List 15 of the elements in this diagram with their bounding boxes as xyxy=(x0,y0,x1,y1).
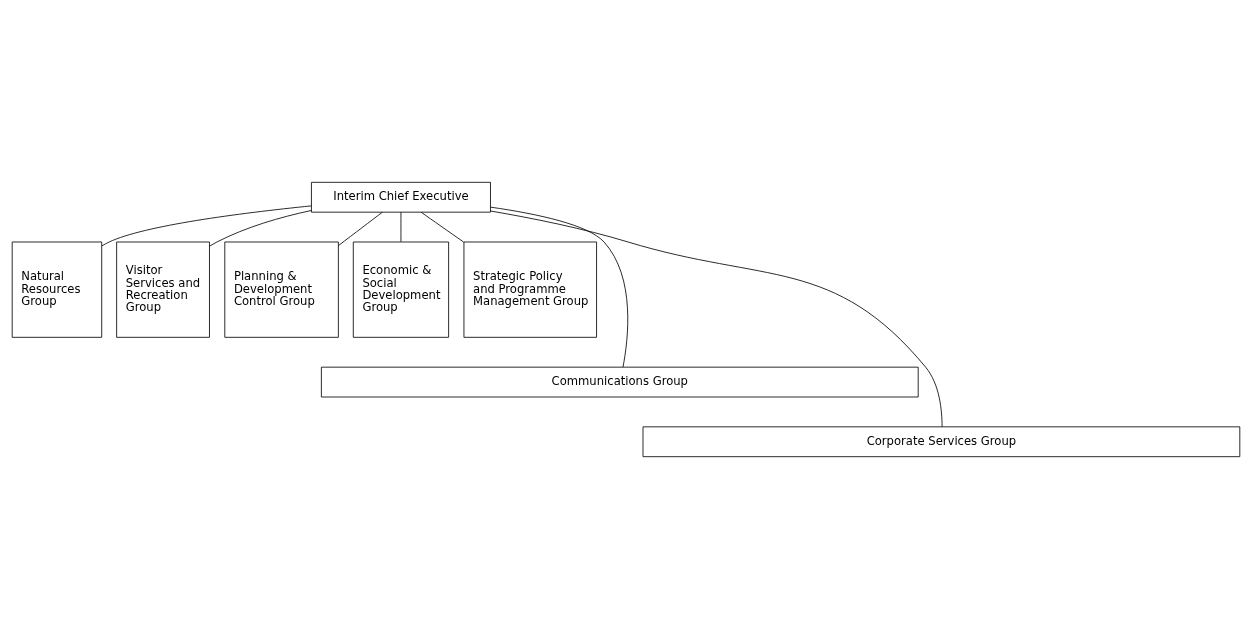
node-box: Strategic Policy and Programme Management Group xyxy=(463,241,597,338)
connector xyxy=(400,211,402,243)
connector xyxy=(420,211,465,243)
node-box: Natural Resources Group xyxy=(11,241,103,338)
node-box: Corporate Services Group xyxy=(642,426,1241,458)
connector xyxy=(338,211,383,246)
node-box: Visitor Services and Recreation Group xyxy=(116,241,210,338)
node-box: Communications Group xyxy=(320,366,919,398)
connector xyxy=(490,206,629,368)
connector xyxy=(101,205,312,247)
node-box: Economic & Social Development Group xyxy=(352,241,450,338)
node-box: Planning & Development Control Group xyxy=(224,241,339,338)
connector xyxy=(490,210,943,428)
connector xyxy=(209,210,312,247)
node-box: Interim Chief Executive xyxy=(311,181,491,213)
